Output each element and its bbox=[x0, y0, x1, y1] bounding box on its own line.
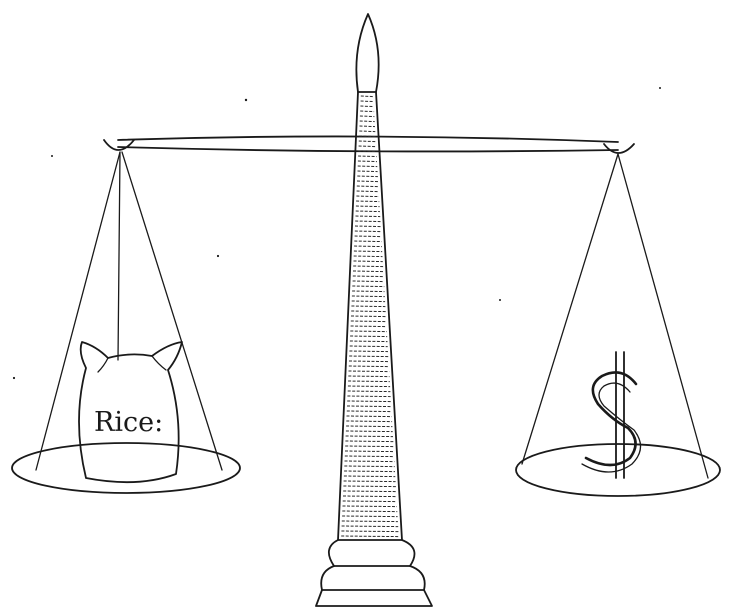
hatch-stroke bbox=[345, 456, 394, 457]
column-hatching bbox=[341, 96, 399, 537]
hatch-stroke bbox=[356, 196, 379, 197]
hatch-stroke bbox=[352, 291, 384, 292]
hatch-stroke bbox=[344, 466, 394, 467]
hatch-stroke bbox=[350, 341, 388, 342]
hatch-stroke bbox=[351, 321, 387, 322]
hatch-stroke bbox=[345, 441, 393, 442]
hatch-stroke bbox=[343, 491, 396, 492]
hatch-stroke bbox=[355, 226, 381, 227]
hatch-stroke bbox=[355, 221, 380, 222]
hatch-stroke bbox=[351, 306, 385, 307]
hatch-stroke bbox=[356, 201, 379, 202]
hatch-stroke bbox=[348, 386, 390, 387]
hatch-stroke bbox=[355, 236, 382, 237]
hatch-stroke bbox=[350, 336, 387, 337]
hatch-stroke bbox=[342, 516, 398, 517]
hatch-stroke bbox=[348, 381, 390, 382]
hatch-stroke bbox=[360, 106, 373, 107]
hatch-stroke bbox=[341, 536, 399, 537]
hatch-stroke bbox=[349, 366, 389, 367]
rice-sack-label: Rice: bbox=[94, 407, 163, 438]
hatch-stroke bbox=[349, 361, 389, 362]
hatch-stroke bbox=[346, 436, 393, 437]
hatch-stroke bbox=[360, 126, 376, 127]
hatch-stroke bbox=[357, 186, 379, 187]
hatch-stroke bbox=[354, 251, 382, 252]
hatch-stroke bbox=[359, 131, 375, 132]
hatch-stroke bbox=[360, 111, 374, 112]
hatch-stroke bbox=[351, 326, 387, 327]
hatch-stroke bbox=[344, 481, 396, 482]
hatch-stroke bbox=[354, 241, 381, 242]
left-pan bbox=[12, 152, 240, 493]
hatch-stroke bbox=[359, 146, 377, 147]
hatch-stroke bbox=[358, 156, 377, 157]
hatch-stroke bbox=[350, 331, 387, 332]
hatch-stroke bbox=[347, 406, 391, 407]
hatch-stroke bbox=[342, 521, 398, 522]
hatch-stroke bbox=[343, 496, 396, 497]
hatch-stroke bbox=[345, 461, 395, 462]
hatch-stroke bbox=[346, 431, 393, 432]
hatch-stroke bbox=[350, 346, 388, 347]
hatch-stroke bbox=[360, 116, 375, 117]
hatch-stroke bbox=[356, 206, 380, 207]
hatch-stroke bbox=[357, 181, 378, 182]
hatch-stroke bbox=[351, 311, 386, 312]
hatch-stroke bbox=[359, 141, 376, 142]
dollar-sign-icon bbox=[582, 352, 641, 478]
hatch-stroke bbox=[347, 401, 391, 402]
hatch-stroke bbox=[342, 526, 399, 527]
hatch-stroke bbox=[356, 216, 381, 217]
hatch-stroke bbox=[357, 176, 378, 177]
hatch-stroke bbox=[361, 96, 373, 97]
rice-sack: Rice: bbox=[79, 342, 182, 482]
hatch-stroke bbox=[345, 446, 393, 447]
hatch-stroke bbox=[357, 191, 379, 192]
hatch-stroke bbox=[353, 281, 384, 282]
hatch-stroke bbox=[352, 301, 385, 302]
hatch-stroke bbox=[348, 376, 389, 377]
hatch-stroke bbox=[349, 356, 388, 357]
hatch-stroke bbox=[358, 166, 378, 167]
hatch-stroke bbox=[343, 506, 398, 507]
hatch-stroke bbox=[353, 271, 383, 272]
hatch-stroke bbox=[346, 426, 392, 427]
hatch-stroke bbox=[352, 296, 385, 297]
hatch-stroke bbox=[344, 476, 395, 477]
hatch-stroke bbox=[352, 286, 384, 287]
hatch-stroke bbox=[354, 246, 382, 247]
hatch-stroke bbox=[348, 391, 391, 392]
hatch-stroke bbox=[355, 231, 381, 232]
hatch-stroke bbox=[356, 211, 380, 212]
hatch-stroke bbox=[345, 451, 394, 452]
hatch-stroke bbox=[361, 101, 374, 102]
hatch-stroke bbox=[341, 531, 398, 532]
balance-beam bbox=[104, 136, 634, 153]
hatch-stroke bbox=[358, 161, 377, 162]
hatch-stroke bbox=[358, 171, 378, 172]
hatch-stroke bbox=[353, 276, 384, 277]
hatch-stroke bbox=[354, 261, 383, 262]
hatch-stroke bbox=[360, 121, 375, 122]
pencil-specks bbox=[13, 87, 661, 379]
hatch-stroke bbox=[346, 421, 392, 422]
right-pan bbox=[516, 154, 720, 496]
hatch-stroke bbox=[349, 351, 388, 352]
hatch-stroke bbox=[351, 316, 386, 317]
hatch-stroke bbox=[347, 416, 392, 417]
hatch-stroke bbox=[347, 411, 392, 412]
hatch-stroke bbox=[344, 471, 395, 472]
hatch-stroke bbox=[342, 511, 397, 512]
center-column bbox=[316, 14, 432, 606]
hatch-stroke bbox=[347, 396, 390, 397]
hatch-stroke bbox=[343, 486, 396, 487]
hatch-stroke bbox=[349, 371, 390, 372]
hatch-stroke bbox=[343, 501, 397, 502]
hatch-stroke bbox=[353, 266, 383, 267]
hatch-stroke bbox=[354, 256, 383, 257]
